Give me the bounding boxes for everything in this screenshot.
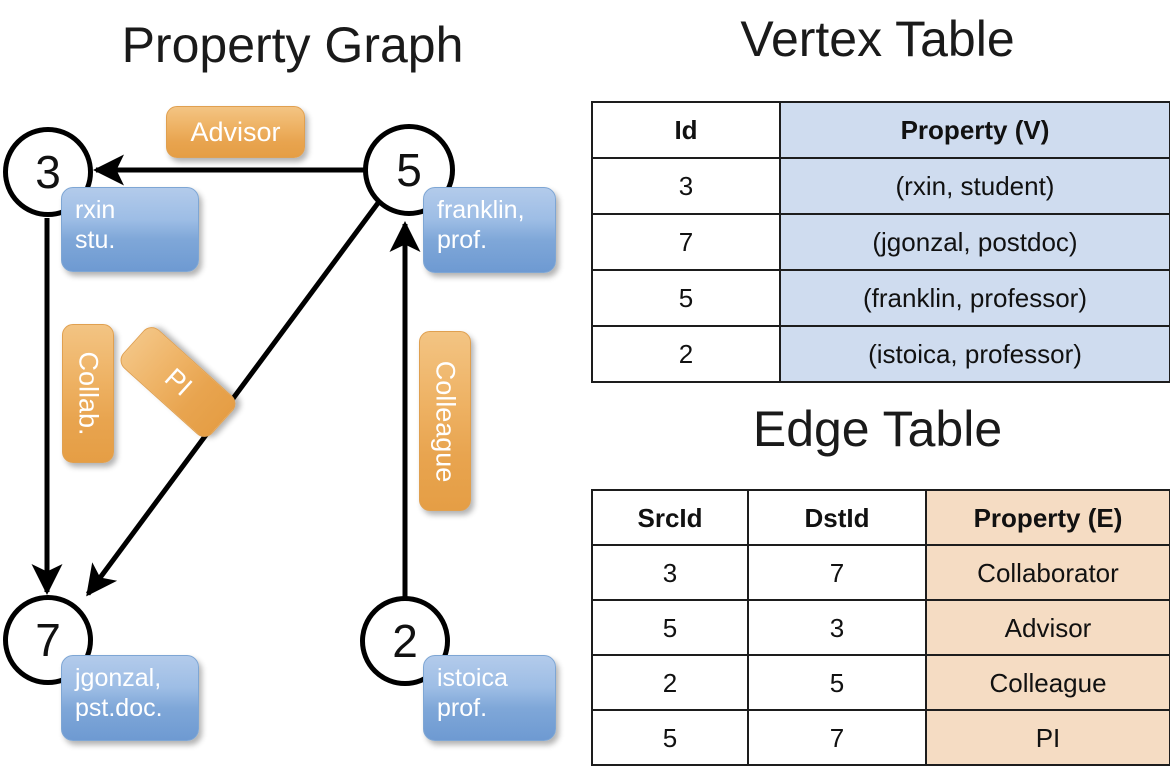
graph-node-7-label: 7: [35, 614, 61, 666]
edge-cell-src: 5: [591, 599, 749, 656]
vertex-table: Id Property (V) 3 (rxin, student) 7 (jgo…: [591, 101, 1170, 383]
vertex-cell-id: 2: [591, 325, 781, 383]
vertex-cell-property: (franklin, professor): [779, 269, 1170, 327]
vertex-cell-property: (istoica, professor): [779, 325, 1170, 383]
edge-header-property: Property (E): [925, 489, 1170, 546]
edge-label-advisor[interactable]: Advisor: [166, 106, 305, 158]
edge-cell-dst: 7: [747, 709, 927, 766]
graph-node-3-label: 3: [35, 146, 61, 198]
table-row: 2 (istoica, professor): [591, 325, 1170, 383]
node-property-rxin-line2: stu.: [75, 225, 116, 254]
edge-label-advisor-text: Advisor: [190, 116, 281, 147]
node-property-box-franklin[interactable]: franklin, prof.: [423, 187, 556, 273]
vertex-cell-property: (jgonzal, postdoc): [779, 213, 1170, 271]
node-property-istoica-line2: prof.: [437, 693, 488, 722]
edge-label-colleague-text: Colleague: [430, 360, 461, 482]
node-property-jgonzal-line1: jgonzal,: [75, 664, 162, 692]
vertex-cell-id: 3: [591, 157, 781, 215]
node-property-istoica-line1: istoica: [437, 664, 508, 692]
vertex-cell-id: 5: [591, 269, 781, 327]
edge-label-pi-text: PI: [158, 361, 198, 402]
node-property-franklin-line2: prof.: [437, 225, 488, 254]
graph-node-2-label: 2: [392, 615, 418, 667]
vertex-cell-property: (rxin, student): [779, 157, 1170, 215]
edge-cell-property: Colleague: [925, 654, 1170, 711]
edge-label-collab[interactable]: Collab.: [62, 324, 114, 463]
edge-cell-property: PI: [925, 709, 1170, 766]
edge-header-dstid: DstId: [747, 489, 927, 546]
node-property-box-rxin[interactable]: rxin stu.: [61, 187, 199, 272]
page-title-edge-table: Edge Table: [752, 401, 1003, 457]
node-property-rxin-line1: rxin: [75, 196, 116, 224]
page-title-property-graph: Property Graph: [121, 17, 464, 73]
edge-cell-dst: 5: [747, 654, 927, 711]
graph-node-2[interactable]: 2: [360, 596, 450, 686]
vertex-header-id: Id: [591, 101, 781, 159]
table-row-header: SrcId DstId Property (E): [591, 489, 1170, 546]
node-property-box-istoica[interactable]: istoica prof.: [423, 655, 556, 741]
table-row: 3 7 Collaborator: [591, 544, 1170, 601]
table-row: 2 5 Colleague: [591, 654, 1170, 711]
graph-node-5-label: 5: [396, 144, 422, 196]
edge-cell-src: 3: [591, 544, 749, 601]
edge-label-collab-text: Collab.: [73, 351, 104, 436]
edge-cell-dst: 3: [747, 599, 927, 656]
edge-table: SrcId DstId Property (E) 3 7 Collaborato…: [591, 489, 1170, 766]
table-row: 5 (franklin, professor): [591, 269, 1170, 327]
table-row-header: Id Property (V): [591, 101, 1170, 159]
vertex-header-property: Property (V): [779, 101, 1170, 159]
edge-cell-property: Advisor: [925, 599, 1170, 656]
table-row: 5 7 PI: [591, 709, 1170, 766]
graph-node-5[interactable]: 5: [363, 124, 455, 216]
edge-label-colleague[interactable]: Colleague: [419, 331, 471, 511]
edge-cell-property: Collaborator: [925, 544, 1170, 601]
edge-header-srcid: SrcId: [591, 489, 749, 546]
edge-cell-src: 2: [591, 654, 749, 711]
edge-cell-dst: 7: [747, 544, 927, 601]
node-property-jgonzal-line2: pst.doc.: [75, 693, 163, 722]
table-row: 5 3 Advisor: [591, 599, 1170, 656]
node-property-franklin-line1: franklin,: [437, 196, 525, 224]
edge-cell-src: 5: [591, 709, 749, 766]
node-property-box-jgonzal[interactable]: jgonzal, pst.doc.: [61, 655, 199, 741]
table-row: 3 (rxin, student): [591, 157, 1170, 215]
page-title-vertex-table: Vertex Table: [740, 11, 1015, 67]
table-row: 7 (jgonzal, postdoc): [591, 213, 1170, 271]
vertex-cell-id: 7: [591, 213, 781, 271]
